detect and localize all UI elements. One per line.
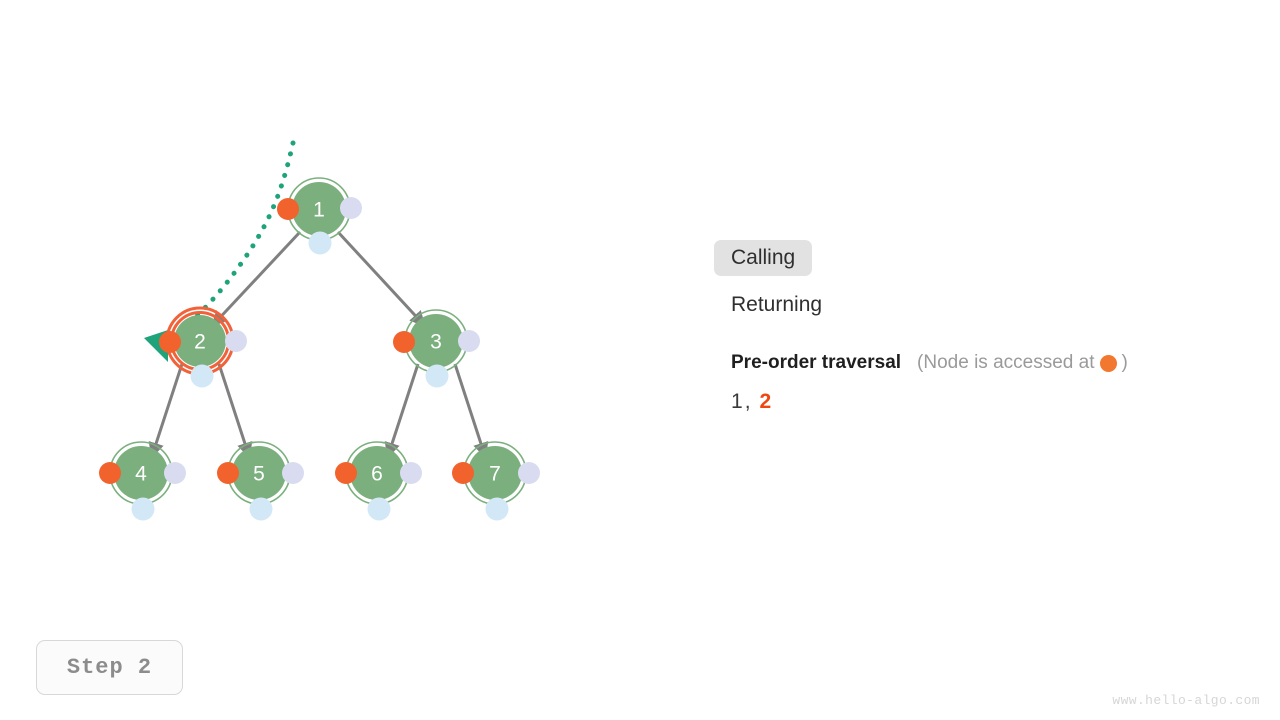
node-access-dot-icon	[99, 462, 121, 484]
node-access-dot-icon	[277, 198, 299, 220]
step-badge: Step 2	[36, 640, 183, 695]
sequence-separator: ,	[744, 390, 751, 413]
traversal-header: Pre-order traversal (Node is accessed at…	[714, 352, 1254, 374]
tree-node-4[interactable]: 4	[99, 441, 186, 521]
node-circle	[114, 446, 168, 500]
node-right-dot-icon	[340, 197, 362, 219]
watermark: www.hello-algo.com	[1112, 693, 1260, 708]
state-row-returning: Returning	[714, 281, 1254, 328]
node-circle	[232, 446, 286, 500]
node-access-dot-icon	[217, 462, 239, 484]
node-right-dot-icon	[518, 462, 540, 484]
access-dot-icon	[1100, 354, 1118, 372]
tree-node-7[interactable]: 7	[452, 441, 540, 521]
node-bottom-dot-icon	[131, 497, 155, 521]
node-circle	[468, 446, 522, 500]
edge-2-4	[148, 363, 184, 459]
node-bottom-dot-icon	[190, 364, 214, 388]
node-right-dot-icon	[282, 462, 304, 484]
binary-tree-diagram: 1 2 3 4 5	[99, 140, 540, 521]
edge-3-7	[453, 363, 489, 459]
traversal-block: Pre-order traversal (Node is accessed at…	[714, 352, 1254, 414]
traversal-note-open: (Node is accessed at	[917, 352, 1095, 373]
tree-edges	[148, 230, 489, 459]
node-right-dot-icon	[458, 330, 480, 352]
traversal-sequence: 1 , 2	[714, 390, 1254, 414]
node-circle	[174, 315, 226, 367]
edge-1-2	[211, 230, 302, 327]
node-access-dot-icon	[335, 462, 357, 484]
node-circle	[292, 182, 346, 236]
node-bottom-dot-icon	[367, 497, 391, 521]
tree-node-2[interactable]: 2	[159, 306, 247, 388]
tree-node-6[interactable]: 6	[335, 441, 422, 521]
node-right-dot-icon	[164, 462, 186, 484]
node-access-dot-icon	[393, 331, 415, 353]
node-access-dot-icon	[452, 462, 474, 484]
node-circle	[350, 446, 404, 500]
node-bottom-dot-icon	[485, 497, 509, 521]
tree-node-3[interactable]: 3	[393, 309, 480, 388]
node-bottom-dot-icon	[249, 497, 273, 521]
tree-node-1[interactable]: 1	[277, 177, 362, 255]
state-row-calling: Calling	[714, 234, 1254, 281]
node-bottom-dot-icon	[425, 364, 449, 388]
node-access-dot-icon	[159, 331, 181, 353]
edge-1-3	[336, 230, 426, 327]
state-badge-calling: Calling	[714, 239, 813, 276]
edge-2-5	[217, 363, 253, 459]
legend-panel: Calling Returning Pre-order traversal (N…	[714, 234, 1254, 414]
traversal-note-close: )	[1121, 352, 1128, 373]
node-right-dot-icon	[225, 330, 247, 352]
node-right-dot-icon	[400, 462, 422, 484]
sequence-item-current: 2	[759, 390, 772, 413]
node-bottom-dot-icon	[308, 231, 332, 255]
tree-node-5[interactable]: 5	[217, 441, 304, 521]
sequence-item: 1	[731, 390, 743, 413]
traversal-title: Pre-order traversal	[731, 352, 902, 373]
edge-3-6	[384, 363, 420, 459]
node-circle	[409, 314, 463, 368]
state-badge-returning: Returning	[731, 292, 823, 316]
